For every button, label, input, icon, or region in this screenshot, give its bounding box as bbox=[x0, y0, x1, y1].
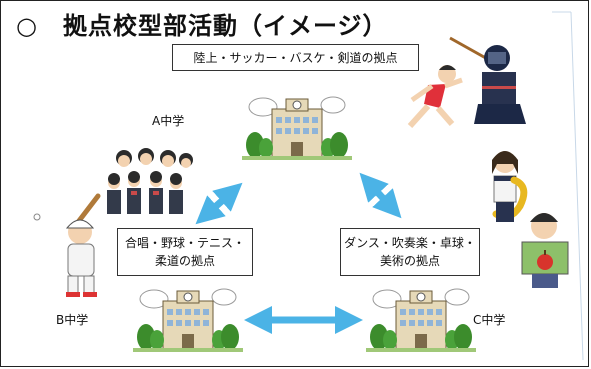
slide-title: ○ 拠点校型部活動（イメージ） bbox=[16, 12, 388, 40]
saxophone-player-icon bbox=[492, 151, 528, 222]
hub-box-a: 陸上・サッカー・バスケ・剣道の拠点 bbox=[172, 44, 419, 71]
school-b-label: B中学 bbox=[56, 313, 89, 327]
runner-athlete-icon bbox=[407, 65, 463, 129]
school-c-label: C中学 bbox=[473, 313, 506, 327]
hub-box-c-line2: 美術の拠点 bbox=[379, 254, 440, 268]
hub-box-c-line1: ダンス・吹奏楽・卓球・ bbox=[344, 236, 476, 250]
baseball-player-icon bbox=[33, 193, 101, 297]
choir-students-icon bbox=[107, 148, 193, 214]
school-building-a-icon bbox=[241, 96, 353, 161]
hub-box-a-text: 陸上・サッカー・バスケ・剣道の拠点 bbox=[193, 50, 398, 65]
school-a-label: A中学 bbox=[152, 114, 185, 128]
hub-box-b-line2: 柔道の拠点 bbox=[154, 254, 215, 268]
school-building-c-icon bbox=[365, 288, 477, 353]
kendo-fighter-icon bbox=[449, 36, 526, 124]
hub-box-b: 合唱・野球・テニス・ 柔道の拠点 bbox=[117, 228, 253, 276]
school-building-b-icon bbox=[132, 288, 244, 353]
art-student-icon bbox=[521, 213, 569, 288]
arrow-a-b-icon bbox=[195, 182, 243, 225]
arrow-a-c-icon bbox=[359, 172, 402, 219]
hub-box-b-line1: 合唱・野球・テニス・ bbox=[124, 236, 245, 250]
hub-box-c: ダンス・吹奏楽・卓球・ 美術の拠点 bbox=[340, 228, 480, 276]
